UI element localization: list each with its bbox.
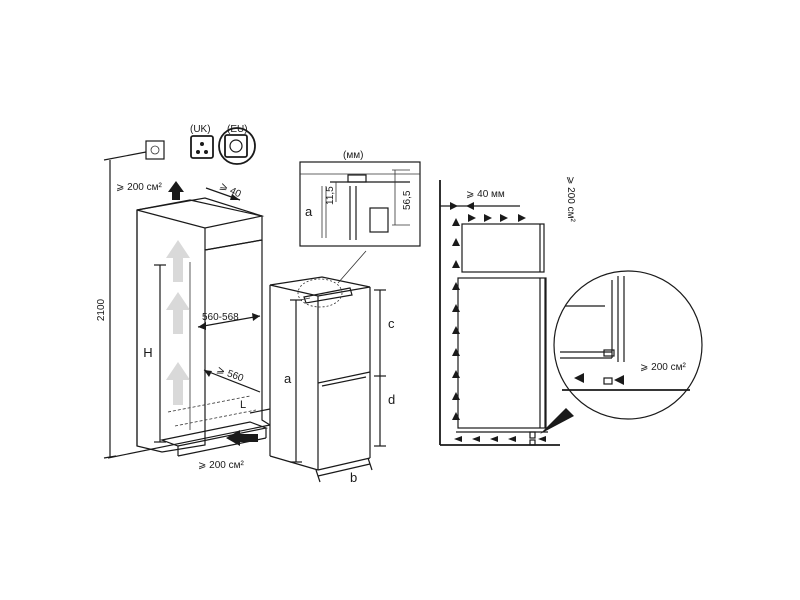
side-top-gap-label: ⩾ 40 мм (466, 189, 505, 200)
H-label: H (143, 345, 152, 360)
refrigerator-body (269, 276, 371, 471)
bottom-vent-area-label: ⩾ 200 см² (198, 460, 244, 471)
dimension-H: H (143, 264, 166, 443)
side-section-view: ⩾ 40 мм ⩾ 200 (439, 176, 576, 446)
uk-plug-icon: (UK) (190, 124, 214, 159)
zoom-detail-circle: ⩾ 200 см² (553, 270, 703, 420)
a-label: a (284, 371, 292, 386)
eu-badge: (EU) (227, 124, 248, 135)
socket-icon (145, 140, 165, 160)
detail-a-label: a (305, 204, 313, 219)
detail-dim-2-label: 56,5 (402, 190, 413, 210)
d-label: d (388, 392, 395, 407)
detail-unit-label: (мм) (343, 150, 363, 161)
dimension-2100: 2100 (96, 151, 147, 459)
airflow-arrow-icon (166, 240, 190, 282)
dimension-a: a (284, 299, 302, 463)
top-gap-label: ⩾ 40 (218, 181, 243, 201)
bottom-vent-arrow: ⩾ 200 см² (198, 430, 258, 471)
airflow-arrow-icon (166, 292, 190, 334)
side-left-airflow (452, 218, 460, 420)
zoom-vent-area-label: ⩾ 200 см² (640, 362, 686, 373)
uk-badge: (UK) (190, 124, 211, 135)
side-vent-area-label: ⩾ 200 см² (565, 176, 576, 222)
cabinet-niche (107, 197, 271, 459)
dimension-c: c (374, 289, 395, 377)
dimension-width: 560-568 (197, 312, 261, 330)
detail-dim-1-label: 11,5 (325, 186, 336, 205)
side-top-airflow (468, 214, 526, 222)
c-label: c (388, 316, 395, 331)
detail-callout (297, 250, 367, 308)
b-label: b (350, 470, 357, 485)
hinge-detail-box: (мм) a 11,5 56,5 (299, 150, 421, 247)
depth-min-label: ⩾ 560 (215, 364, 245, 384)
dimension-top-gap: ⩾ 40 (205, 181, 243, 201)
dimension-b: b (315, 457, 373, 485)
niche-height-label: 2100 (96, 298, 107, 321)
dimension-L: L (240, 399, 271, 414)
dimension-depth: ⩾ 560 (203, 364, 261, 393)
eu-plug-icon: (EU) (218, 124, 256, 165)
airflow-arrows (166, 240, 190, 405)
L-label: L (240, 399, 246, 411)
side-bottom-airflow (454, 436, 546, 442)
top-vent-arrow: ⩾ 200 см² (116, 181, 184, 200)
dimension-d: d (374, 376, 395, 447)
top-vent-area-label: ⩾ 200 см² (116, 182, 162, 193)
width-range-label: 560-568 (202, 312, 239, 323)
airflow-arrow-icon (166, 362, 190, 405)
